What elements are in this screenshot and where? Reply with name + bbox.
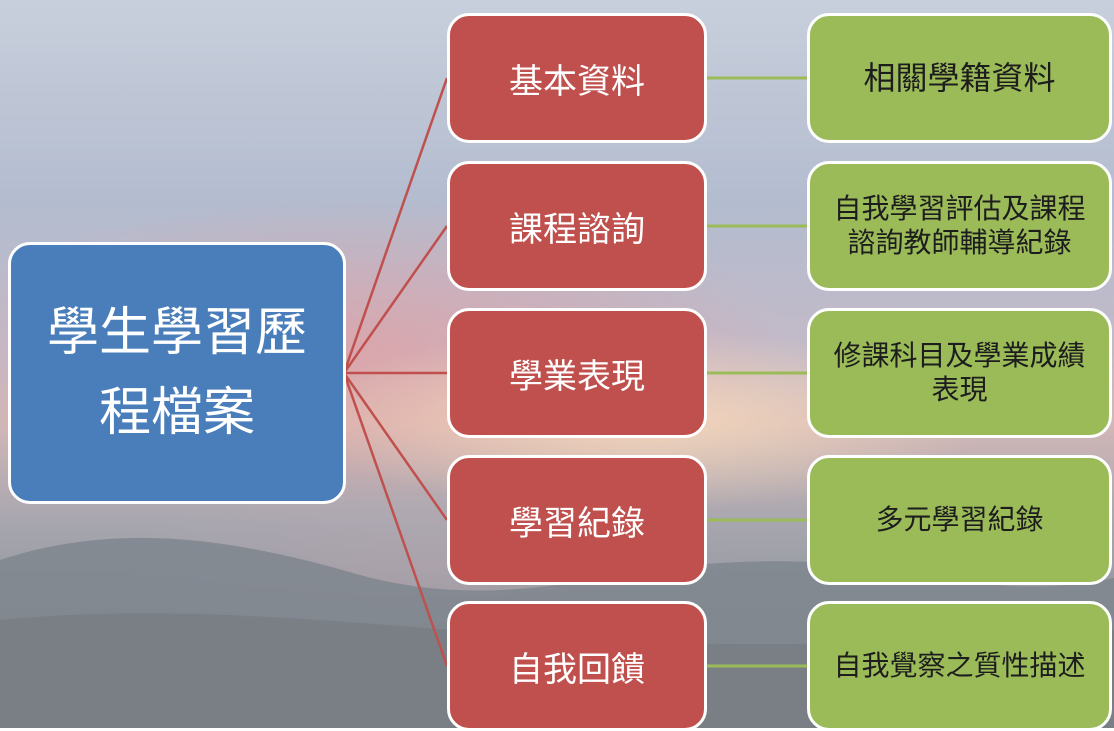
root-connector-2 [342, 225, 449, 374]
category-label: 學業表現 [509, 356, 645, 397]
detail-node-learning-records: 多元學習紀錄 [807, 455, 1112, 585]
category-node-academic-performance: 學業表現 [447, 308, 707, 438]
root-connector-5 [342, 372, 449, 667]
detail-node-basic-info: 相關學籍資料 [807, 13, 1112, 143]
root-node-label: 學生學習歷程檔案 [46, 303, 307, 443]
detail-label: 相關學籍資料 [863, 59, 1056, 97]
category-node-self-feedback: 自我回饋 [447, 601, 707, 731]
category-label: 自我回饋 [509, 649, 645, 690]
detail-label: 自我覺察之質性描述 [833, 649, 1086, 682]
category-node-course-counseling: 課程諮詢 [447, 161, 707, 291]
category-label: 課程諮詢 [509, 209, 645, 250]
detail-node-self-feedback: 自我覺察之質性描述 [807, 601, 1112, 731]
detail-node-academic-performance: 修課科目及學業成績表現 [807, 308, 1112, 438]
root-connector-1 [342, 77, 449, 374]
root-node: 學生學習歷程檔案 [8, 242, 346, 504]
category-label: 基本資料 [509, 61, 645, 102]
detail-node-course-counseling: 自我學習評估及課程諮詢教師輔導紀錄 [807, 161, 1112, 291]
category-node-learning-records: 學習紀錄 [447, 455, 707, 585]
category-node-basic-info: 基本資料 [447, 13, 707, 143]
detail-label: 多元學習紀錄 [875, 503, 1044, 536]
category-label: 學習紀錄 [509, 503, 645, 544]
detail-label: 自我學習評估及課程諮詢教師輔導紀錄 [833, 192, 1086, 259]
detail-label: 修課科目及學業成績表現 [833, 339, 1086, 406]
root-connector-4 [342, 372, 449, 521]
